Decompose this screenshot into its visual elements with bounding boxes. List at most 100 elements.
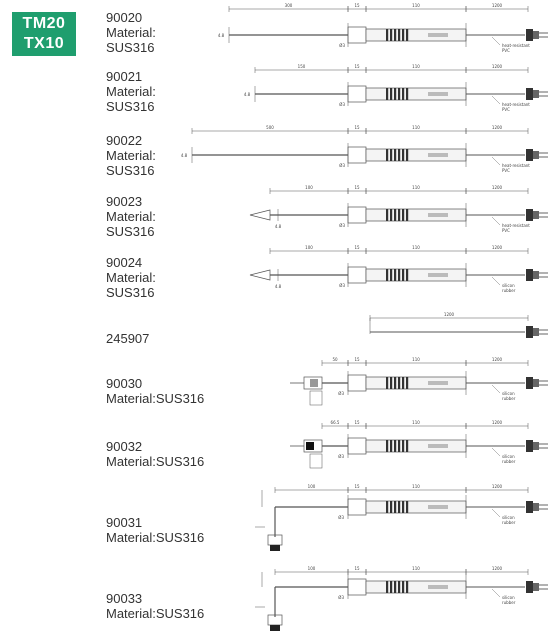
handle-grip-stripe (386, 149, 389, 161)
handle-grip-stripe (390, 440, 393, 452)
dimension-label: 100 (308, 566, 316, 571)
cable-material-label: PVC (502, 48, 510, 53)
product-entry-90021: 90021 Material: SUS316 (106, 69, 156, 114)
handle-grip-stripe (386, 209, 389, 221)
dimension-label: 15 (354, 566, 360, 571)
probe-sleeve (347, 578, 367, 596)
sleeve-diameter-label: Ø3 (339, 163, 345, 168)
handle-label-plate (428, 92, 448, 96)
product-entry-90023: 90023 Material: SUS316 (106, 194, 156, 239)
angled-tip-sensor (270, 545, 280, 551)
connector-body (526, 581, 533, 593)
product-material-label: Material: (106, 84, 156, 99)
product-material: Material:SUS316 (106, 530, 205, 545)
handle-grip-stripe (390, 209, 393, 221)
dimension-label: 100 (305, 185, 313, 190)
handle-grip-stripe (398, 88, 401, 100)
dimension-label: 15 (354, 64, 360, 69)
handle-grip-stripe (402, 377, 405, 389)
sleeve-diameter-label: Ø3 (338, 391, 344, 396)
badge-line-2: TX10 (23, 35, 65, 52)
handle-grip-stripe (398, 209, 401, 221)
handle-grip-stripe (402, 581, 405, 593)
handle-grip-stripe (402, 269, 405, 281)
dimension-label: 110 (412, 64, 420, 69)
cable-material-label: rubber (502, 520, 516, 525)
handle-grip-stripe (394, 29, 397, 41)
dimension-label: 50 (332, 357, 338, 362)
product-material-label: Material: (106, 209, 156, 224)
cable-material-label: PVC (502, 107, 510, 112)
angled-tip-sensor (270, 625, 280, 631)
product-code: 90024 (106, 255, 143, 270)
connector-plug (533, 442, 539, 450)
handle-grip-stripe (390, 149, 393, 161)
connector-plug (533, 90, 539, 98)
shaft-diameter-label: 4.8 (275, 224, 282, 229)
cable-material-label: heat-resistant (502, 163, 530, 168)
handle-grip-stripe (386, 88, 389, 100)
handle-grip-stripe (402, 88, 405, 100)
dimension-label: 1200 (492, 484, 503, 489)
product-entry-90033: 90033 Material:SUS316 (106, 591, 204, 621)
product-entry-245907: 245907 (106, 331, 149, 346)
product-material-label: Material: (106, 270, 156, 285)
sleeve-diameter-label: Ø3 (339, 283, 345, 288)
cable-material-label: heat-resistant (502, 43, 530, 48)
product-code: 90021 (106, 69, 143, 84)
dimension-label: 500 (266, 125, 274, 130)
handle-label-plate (428, 213, 448, 217)
handle-grip-stripe (402, 29, 405, 41)
dimension-label: 1200 (492, 185, 503, 190)
connector-plug (533, 583, 539, 591)
product-material-value: SUS316 (106, 40, 155, 55)
probe-sleeve (347, 266, 367, 284)
sleeve-diameter-label: Ø3 (338, 515, 344, 520)
dimension-label: 15 (354, 3, 360, 8)
connector-body (526, 88, 533, 100)
handle-grip-stripe (398, 377, 401, 389)
probe-handle (365, 87, 467, 101)
connector-body (526, 149, 533, 161)
badge-line-1: TM20 (22, 15, 66, 32)
handle-grip-stripe (394, 209, 397, 221)
dimension-label: 66.5 (331, 420, 340, 425)
sleeve-diameter-label: Ø3 (339, 43, 345, 48)
product-code: 90022 (106, 133, 143, 148)
handle-label-plate (428, 585, 448, 589)
product-code: 90032 (106, 439, 143, 454)
handle-grip-stripe (386, 501, 389, 513)
probe-handle (365, 28, 467, 42)
dimension-label: 1200 (492, 125, 503, 130)
probe-sleeve (347, 498, 367, 516)
handle-grip-stripe (402, 149, 405, 161)
cable-material-label: silicon (502, 595, 515, 600)
leader-line (491, 216, 501, 226)
sleeve-diameter-label: Ø3 (338, 454, 344, 459)
dimension-label: 110 (412, 125, 420, 130)
product-material: Material:SUS316 (106, 454, 205, 469)
dimension-label: 15 (354, 420, 360, 425)
dimension-label: 15 (354, 245, 360, 250)
product-material-value: SUS316 (106, 163, 155, 178)
handle-grip-stripe (402, 209, 405, 221)
handle-grip-stripe (394, 440, 397, 452)
dimension-label: 1200 (492, 245, 503, 250)
handle-label-plate (428, 444, 448, 448)
leader-line (491, 447, 501, 457)
cable-material-label: silicon (502, 454, 515, 459)
probe-sleeve (347, 85, 367, 103)
handle-grip-stripe (398, 269, 401, 281)
product-material-value: SUS316 (106, 285, 155, 300)
handle-grip-stripe (398, 29, 401, 41)
probe-sleeve (347, 374, 367, 392)
handle-grip-stripe (390, 501, 393, 513)
probe-sleeve (347, 437, 367, 455)
product-code: 90031 (106, 515, 143, 530)
handle-grip-stripe (398, 501, 401, 513)
dimension-label: 15 (354, 185, 360, 190)
leader-line (491, 384, 501, 394)
shaft-diameter-label: 4.8 (275, 284, 282, 289)
dimension-label: 1200 (492, 420, 503, 425)
